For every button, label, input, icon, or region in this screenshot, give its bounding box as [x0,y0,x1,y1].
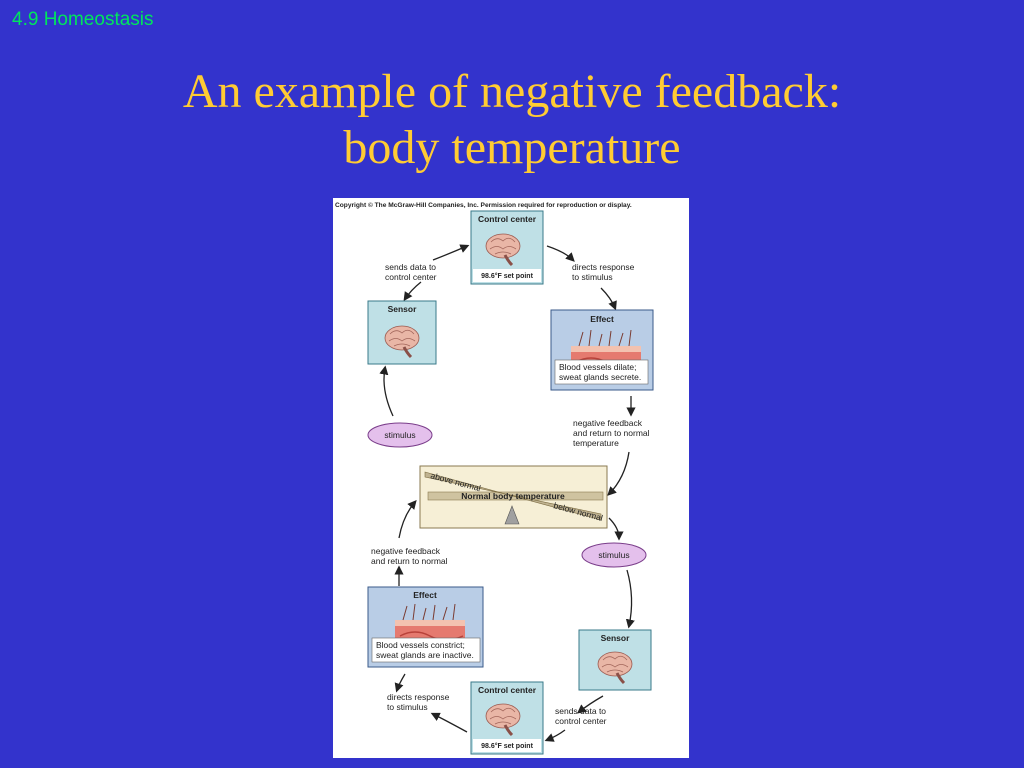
stimulus-bottom: stimulus [581,542,647,568]
section-label: 4.9 Homeostasis [12,9,154,30]
slide-title: An example of negative feedback: body te… [0,64,1024,176]
stimulus-top: stimulus [367,422,433,448]
stimulus-top-label: stimulus [384,430,415,440]
control-center-top-setpoint: 98.6°F set point [481,272,533,280]
control-center-top-title: Control center [478,214,537,224]
sensor-top: Sensor [367,300,437,365]
effect-bottom-caption-2: sweat glands are inactive. [376,650,474,660]
stimulus-bottom-label: stimulus [598,550,629,560]
effect-bottom-caption-1: Blood vessels constrict; [376,640,465,650]
effect-bottom: Effect Blood vessels constrict; sweat gl… [367,586,484,668]
directs-response-bottom-2: to stimulus [387,702,428,712]
directs-response-bottom-1: directs response [387,692,450,702]
arrow-sensor-bottom-to-text [576,695,604,714]
arrow-stimulus-to-sensor-top [379,365,394,417]
arrow-from-control-center-top [546,245,575,262]
slide-title-line-2: body temperature [343,121,681,174]
feedback-top-1: negative feedback [573,418,643,428]
effect-top-caption-2: sweat glands secrete. [559,372,641,382]
directs-response-top-2: to stimulus [572,272,613,282]
arrow-normal-to-stimulus-bottom [608,517,624,541]
sensor-top-title: Sensor [388,304,418,314]
balance-panel: above normal Normal body temperature bel… [419,465,608,529]
sensor-bottom-title: Sensor [601,633,631,643]
control-center-bottom: Control center 98.6°F set point [470,681,544,755]
arrow-to-effect-top [600,287,617,311]
arrow-feedback-bottom-to-normal [398,500,417,539]
feedback-top-2: and return to normal [573,428,650,438]
arrow-feedback-top-to-normal [607,451,630,496]
control-center-bottom-setpoint: 98.6°F set point [481,742,533,750]
control-center-top: Control center 98.6°F set point [470,210,544,285]
arrow-control-center-bottom-out [430,712,468,733]
sensor-bottom: Sensor [578,629,652,691]
arrow-sensor-top-to-text [403,281,422,302]
sends-data-bottom-2: control center [555,716,607,726]
control-center-bottom-title: Control center [478,685,537,695]
arrow-to-control-center-bottom [544,729,566,742]
effect-top: Effect Blood vessels dilate; sweat gland… [550,309,654,391]
sends-data-top-2: control center [385,272,437,282]
slide-title-line-1: An example of negative feedback: [182,65,842,118]
sends-data-top-1: sends data to [385,262,436,272]
arrow-stimulus-to-sensor-bottom [625,569,635,629]
normal-body-temperature-label: Normal body temperature [461,491,565,501]
feedback-bottom-1: negative feedback [371,546,441,556]
feedback-bottom-2: and return to normal [371,556,448,566]
effect-top-title: Effect [590,314,614,324]
arrow-to-control-center-top [432,244,470,261]
directs-response-top-1: directs response [572,262,635,272]
feedback-figure: Copyright © The McGraw-Hill Companies, I… [333,198,689,758]
feedback-diagram: Copyright © The McGraw-Hill Companies, I… [335,201,654,755]
effect-top-caption-1: Blood vessels dilate; [559,362,637,372]
arrow-directs-bottom-to-effect [394,673,406,693]
effect-bottom-title: Effect [413,590,437,600]
sends-data-bottom-1: sends data to [555,706,606,716]
feedback-top-3: temperature [573,438,619,448]
copyright-text: Copyright © The McGraw-Hill Companies, I… [335,201,632,209]
fulcrum-icon [504,505,520,525]
